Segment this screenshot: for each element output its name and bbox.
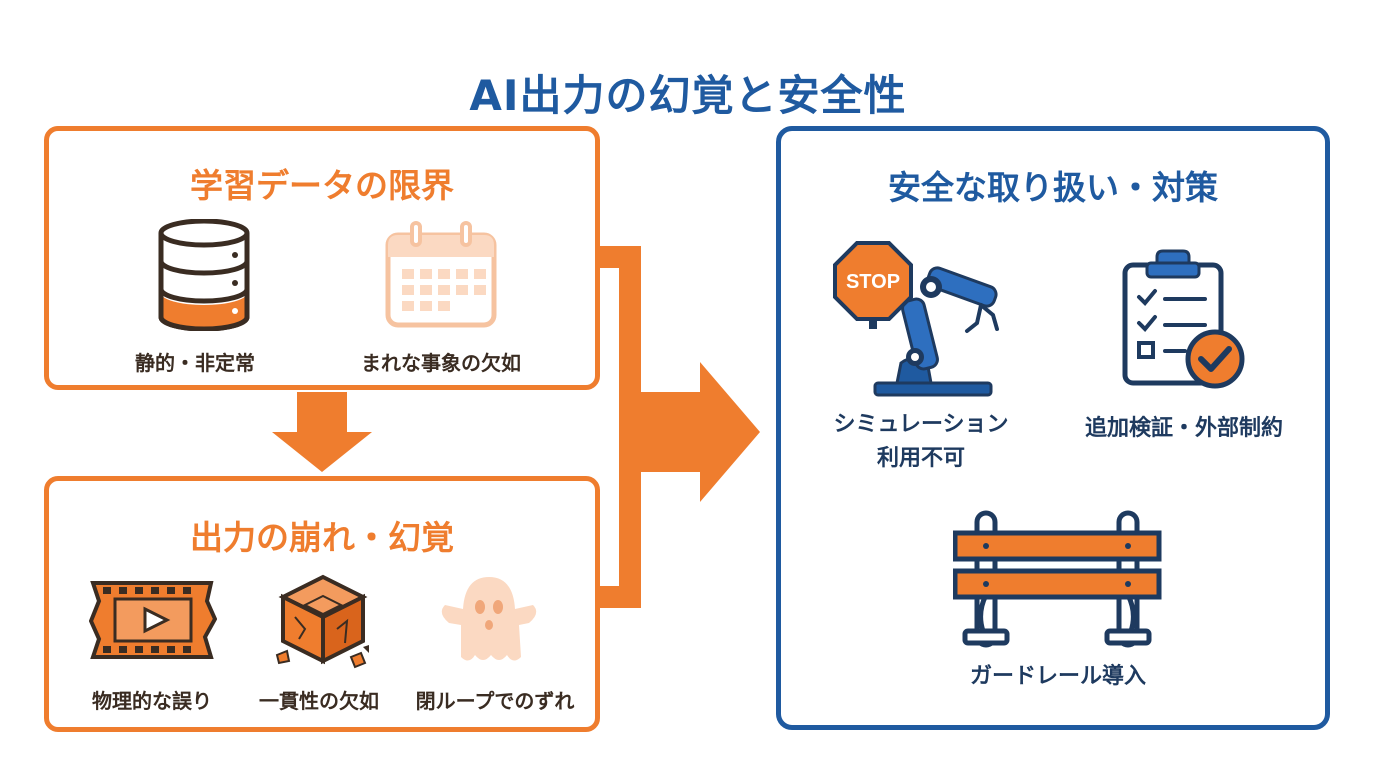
training-data-title: 学習データの限界: [190, 166, 454, 205]
broken-cube-label: 一貫性の欠如: [259, 689, 379, 713]
broken-cube-icon: [275, 574, 369, 669]
calendar-icon: [385, 221, 497, 328]
simulation-label-line2: 利用不可: [876, 446, 966, 471]
training-data-box: 学習データの限界 静的・非定常 まれな事象の欠如: [44, 126, 600, 390]
calendar-label: まれな事象の欠如: [361, 351, 521, 375]
database-icon: [158, 219, 250, 331]
guardrail-icon: [953, 510, 1162, 648]
page-title: AI出力の幻覚と安全性: [469, 71, 907, 121]
guardrail-label: ガードレール導入: [969, 664, 1147, 689]
broken-film-icon: [89, 581, 217, 659]
ghost-icon: [441, 577, 537, 661]
bracket-connector: [598, 246, 641, 608]
simulation-label-line1: シミュレーション: [833, 412, 1009, 437]
ghost-label: 閉ループでのずれ: [415, 689, 575, 713]
down-arrow: [272, 392, 372, 472]
stop-robot-arm-icon: STOP: [833, 241, 999, 397]
safety-measures-box: 安全な取り扱い・対策 STOP シミュレーション 利用不可: [776, 126, 1330, 730]
output-breakdown-box: 出力の崩れ・幻覚 物理的な誤り 一貫性の欠如: [44, 476, 600, 732]
checklist-clipboard-icon: [1122, 249, 1245, 389]
verification-label: 追加検証・外部制約: [1084, 416, 1284, 441]
safety-measures-title: 安全な取り扱い・対策: [888, 168, 1218, 207]
right-arrow: [630, 362, 760, 502]
broken-film-label: 物理的な誤り: [92, 689, 212, 713]
stop-sign-text: STOP: [846, 271, 900, 293]
database-label: 静的・非定常: [135, 351, 255, 375]
output-breakdown-title: 出力の崩れ・幻覚: [190, 518, 454, 557]
